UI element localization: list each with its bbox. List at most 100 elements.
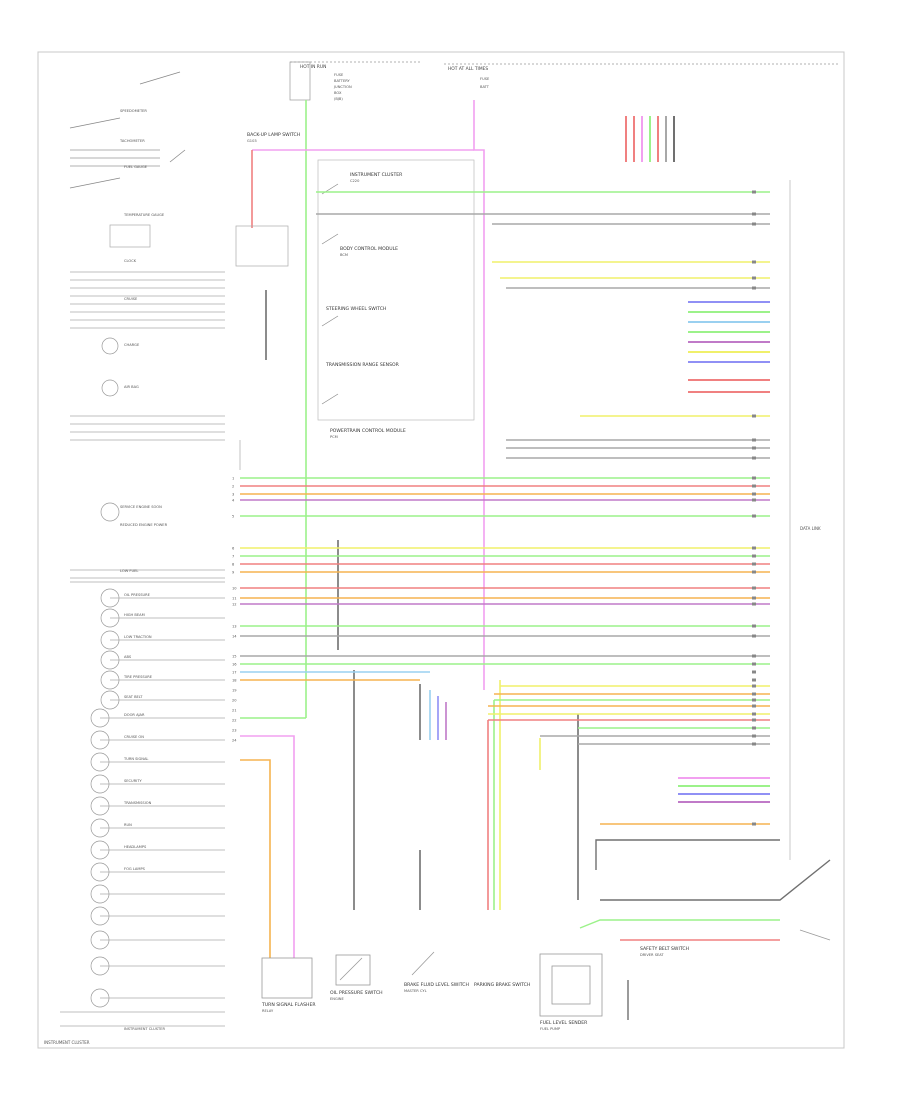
pin-label: 15 — [232, 655, 237, 659]
indicator-label: RUN — [124, 823, 132, 827]
wire-terminal — [752, 190, 756, 194]
component-label: PARKING BRAKE SWITCH — [474, 982, 530, 988]
indicator-label: CLOCK — [124, 259, 137, 263]
wire-terminal — [752, 446, 756, 450]
indicator-label: TURN SIGNAL — [123, 757, 148, 761]
wire-terminal — [752, 624, 756, 628]
component-sublabel: FUEL PUMP — [540, 1027, 561, 1031]
wire-terminal — [752, 670, 756, 674]
indicator-label: ABS — [124, 655, 132, 659]
pin-label: 11 — [232, 597, 237, 601]
component-sublabel: ENGINE — [330, 997, 344, 1001]
wire-terminal — [752, 822, 756, 826]
component-label: BACK-UP LAMP SWITCH — [247, 132, 300, 138]
indicator-label: CRUISE ON — [124, 735, 144, 739]
pin-label: 4 — [232, 499, 235, 503]
indicator-label: SPEEDOMETER — [120, 109, 147, 113]
indicator-label: FUEL GAUGE — [124, 165, 148, 169]
pin-label: 23 — [232, 729, 237, 733]
indicator-label: INSTRUMENT CLUSTER — [124, 1027, 165, 1031]
wire-terminal — [752, 726, 756, 730]
indicator-label: SECURITY — [124, 779, 142, 783]
component-label: OIL PRESSURE SWITCH — [330, 990, 383, 996]
wire-terminal — [752, 222, 756, 226]
footer-label: INSTRUMENT CLUSTER — [44, 1040, 90, 1045]
data-link-connector: DATA LINK — [789, 180, 821, 860]
wire-terminal — [752, 414, 756, 418]
component-sublabel: DRIVER SEAT — [640, 953, 664, 957]
indicator-label: TIRE PRESSURE — [123, 675, 153, 679]
indicator-label: REDUCED ENGINE POWER — [120, 523, 168, 527]
fuse-box-hot-at-all-times-title: HOT AT ALL TIMES — [448, 66, 488, 72]
pin-label: 2 — [232, 485, 234, 489]
pin-label: 20 — [232, 699, 237, 703]
wire-terminal — [752, 492, 756, 496]
right-misc-wires — [579, 839, 831, 1020]
wire-terminal — [752, 662, 756, 666]
pin-label: 10 — [232, 587, 237, 591]
wire-terminal — [752, 554, 756, 558]
pin-label: 16 — [232, 663, 237, 667]
wire-terminal — [752, 286, 756, 290]
fuse-box-hot-at-all-times-line-1: FUSE — [480, 77, 490, 81]
indicator-label: FOG LAMPS — [124, 867, 146, 871]
left-indicator-column: SPEEDOMETER TACHOMETER FUEL GAUGE TEMPERATU… — [60, 71, 225, 1031]
vertical-wires — [240, 100, 579, 958]
indicator-label: SERVICE ENGINE SOON — [120, 505, 162, 509]
component-sublabel: PCM — [330, 435, 338, 439]
pin-label: 22 — [232, 719, 237, 723]
fuse-box-hot-at-all-times-line-2: BATT — [480, 85, 490, 89]
diagram-frame — [37, 51, 845, 1049]
wire-terminal — [752, 260, 756, 264]
indicator-label: HEADLAMPS — [124, 845, 147, 849]
pin-label: 19 — [232, 689, 237, 693]
wire-terminal — [752, 704, 756, 708]
fuse-box-hot-in-run-line-5: (BJB) — [334, 97, 343, 101]
wire-terminal — [752, 712, 756, 716]
wire-terminal — [752, 456, 756, 460]
pin-label: 14 — [232, 635, 237, 639]
indicator-label: CHARGE — [124, 343, 140, 347]
wire-terminal — [752, 570, 756, 574]
right-connector-stack — [688, 301, 770, 393]
wire-terminal — [752, 718, 756, 722]
component-label: SAFETY BELT SWITCH — [640, 946, 689, 952]
wire-terminal — [752, 276, 756, 280]
indicator-label: OIL PRESSURE — [124, 593, 151, 597]
pin-label: 7 — [232, 555, 234, 559]
wire-terminal — [752, 742, 756, 746]
indicator-label: SEAT BELT — [124, 695, 143, 699]
pin-label: 1 — [232, 477, 234, 481]
indicator-label: TRANSMISSION — [123, 801, 152, 805]
wire-terminal — [752, 596, 756, 600]
pin-label: 5 — [232, 515, 234, 519]
indicator-label: TEMPERATURE GAUGE — [123, 213, 165, 217]
pin-label: 9 — [232, 571, 235, 575]
component-label: TRANSMISSION RANGE SENSOR — [325, 362, 400, 368]
wire-terminal — [752, 484, 756, 488]
indicator-label: TACHOMETER — [119, 139, 145, 143]
pin-label: 13 — [232, 625, 237, 629]
component-sublabel: MASTER CYL — [404, 989, 427, 993]
indicator-label: DOOR AJAR — [124, 713, 145, 717]
component-label: FUEL LEVEL SENDER — [540, 1020, 588, 1026]
fuse-box-hot-in-run-title: HOT IN RUN — [300, 64, 326, 70]
wire-terminal — [752, 514, 756, 518]
component-label: BRAKE FLUID LEVEL SWITCH — [404, 982, 469, 988]
pin-label: 6 — [232, 547, 235, 551]
wire-terminal — [752, 678, 756, 682]
fuse-box-hot-in-run: HOT IN RUN FUSE BATTERY JUNCTION BOX (BJ… — [289, 61, 420, 101]
top-right-connector — [625, 116, 675, 162]
indicator-label: LOW FUEL — [120, 569, 138, 573]
center-modules — [235, 159, 475, 470]
component-sublabel: BCM — [340, 253, 348, 257]
wire-terminal — [752, 212, 756, 216]
wire-terminal — [752, 654, 756, 658]
component-sublabel: G103 — [247, 139, 257, 143]
wire-terminal — [752, 692, 756, 696]
wire-terminal — [752, 634, 756, 638]
component-label: BODY CONTROL MODULE — [340, 246, 398, 252]
wire-terminal — [752, 498, 756, 502]
wire-terminal — [752, 476, 756, 480]
